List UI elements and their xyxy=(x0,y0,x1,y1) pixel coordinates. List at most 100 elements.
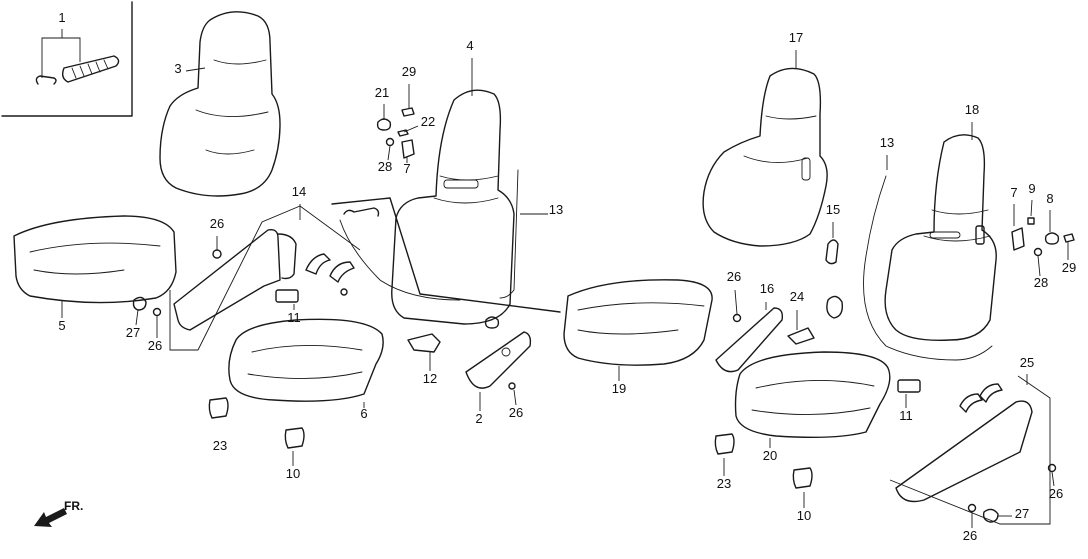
callout-c8: 8 xyxy=(1046,191,1053,206)
leader-9 xyxy=(1030,199,1033,217)
cable-13b xyxy=(825,155,993,361)
callout-c26c: 26 xyxy=(509,405,523,420)
seat-4-frame-line xyxy=(331,197,561,313)
seat-back-17-lever xyxy=(801,157,811,181)
track-lever-14 xyxy=(277,233,297,280)
knob-10a xyxy=(284,427,305,449)
callout-c28a: 28 xyxy=(378,159,392,174)
seat-18-handle xyxy=(929,231,961,239)
cable-end-left xyxy=(343,207,380,217)
callout-c13a: 13 xyxy=(549,202,563,217)
lever-15 xyxy=(825,239,839,265)
seat-4-outline xyxy=(391,89,515,325)
recliner-2 xyxy=(465,331,532,411)
spring-clips xyxy=(305,253,355,283)
leader-27a xyxy=(135,309,139,326)
bolt-26c xyxy=(508,382,516,390)
callout-c7a: 7 xyxy=(403,161,410,176)
cable-13b-line xyxy=(863,175,993,361)
seat-assembly-4 xyxy=(331,58,561,329)
cushion-20 xyxy=(734,351,891,448)
callout-c28b: 28 xyxy=(1034,275,1048,290)
pads-right xyxy=(714,433,813,508)
bolt-26a xyxy=(212,249,222,259)
washer-9 xyxy=(1027,217,1035,225)
cushion-6-outline xyxy=(228,318,384,402)
pin xyxy=(340,288,348,296)
seat-back-3-seams xyxy=(195,59,269,155)
callout-c26f: 26 xyxy=(963,528,977,543)
cushion-19-seams xyxy=(577,302,705,335)
cable-clip xyxy=(484,316,500,329)
callout-c19: 19 xyxy=(612,381,626,396)
cable-left xyxy=(339,219,461,301)
clip-11b-shape xyxy=(897,379,921,393)
nut-21 xyxy=(376,118,392,131)
spring-clips-right xyxy=(959,383,1003,413)
callout-c9: 9 xyxy=(1028,181,1035,196)
callout-c26a: 26 xyxy=(210,216,224,231)
callout-c29a: 29 xyxy=(402,64,416,79)
nut-8 xyxy=(1044,232,1060,245)
inset-part-1 xyxy=(1,1,133,117)
cushion-19-outline xyxy=(563,279,713,366)
track-rail-14 xyxy=(173,228,281,331)
callout-c15: 15 xyxy=(826,202,840,217)
callout-c1: 1 xyxy=(58,10,65,25)
inset-frame xyxy=(1,1,133,117)
seat-assembly-18 xyxy=(884,122,997,341)
seat-track-14 xyxy=(169,204,361,351)
pads-left xyxy=(208,397,305,466)
callout-c2: 2 xyxy=(475,411,482,426)
screw-28a xyxy=(385,137,395,147)
cover-sleeve xyxy=(61,55,120,83)
knob-10b xyxy=(792,467,813,489)
arrow-icon xyxy=(34,508,67,527)
cable-clip-right xyxy=(826,295,844,319)
callout-labels: 1345671011121314221222326262627282917181… xyxy=(58,10,1076,543)
clip-11b xyxy=(897,379,921,408)
bolt-26e xyxy=(1047,463,1057,473)
leader-3 xyxy=(185,67,206,72)
leader-28a xyxy=(387,145,391,161)
callout-c27a: 27 xyxy=(126,325,140,340)
pad-23a xyxy=(208,397,229,419)
callout-c16: 16 xyxy=(760,281,774,296)
callout-c21: 21 xyxy=(375,85,389,100)
bracket-16 xyxy=(715,307,784,373)
leader-26d xyxy=(734,289,738,315)
seat-track-25 xyxy=(889,374,1057,528)
callout-c25: 25 xyxy=(1020,355,1034,370)
cushion-20-seams xyxy=(751,380,875,415)
screw-28b xyxy=(1033,247,1043,257)
leader-26e xyxy=(1051,471,1055,487)
callout-c22: 22 xyxy=(421,114,435,129)
seat-back-3-outline xyxy=(159,11,281,197)
cushion-5-seams xyxy=(29,242,161,275)
bracket-outline-25 xyxy=(889,375,1051,525)
seat-back-3 xyxy=(159,11,281,197)
clip-27a xyxy=(132,296,147,311)
bracket-outline-14 xyxy=(169,205,361,351)
callout-c26b: 26 xyxy=(148,338,162,353)
callout-c24: 24 xyxy=(790,289,804,304)
leader-26c xyxy=(513,389,517,406)
bracket-12 xyxy=(407,333,441,371)
clip-27b xyxy=(982,508,999,523)
cover-7a xyxy=(401,139,415,159)
callout-c10b: 10 xyxy=(797,508,811,523)
callout-c26d: 26 xyxy=(727,269,741,284)
cable-13a xyxy=(499,169,519,299)
cover-7b xyxy=(1011,227,1025,251)
callout-c26e: 26 xyxy=(1049,486,1063,501)
seat-back-17 xyxy=(702,50,828,247)
hardware-cluster-far-right xyxy=(1011,199,1075,277)
seat-back-17-outline xyxy=(702,67,828,247)
seat-18-outline xyxy=(884,134,997,341)
hardware-cluster-right xyxy=(715,289,815,373)
bolt-26b xyxy=(152,307,162,317)
callout-c11b: 11 xyxy=(899,408,913,423)
seat-18-lever xyxy=(975,225,985,245)
